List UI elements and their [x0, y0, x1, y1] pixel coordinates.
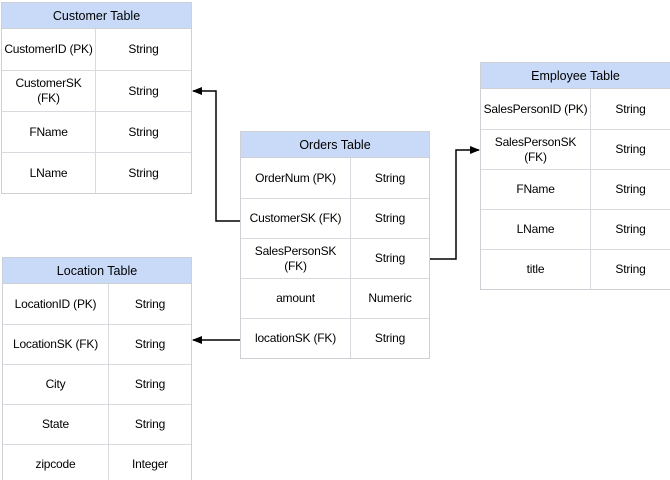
table-row: State String: [3, 404, 191, 444]
connector-orders-salespersonsk-to-employee: [430, 146, 480, 260]
type-cell: String: [128, 124, 159, 139]
field-cell: LocationSK (FK): [3, 325, 109, 364]
table-row: LName String: [481, 209, 670, 249]
field-cell: City: [3, 365, 109, 404]
field-cell: locationSK (FK): [241, 319, 351, 358]
type-cell: String: [615, 182, 646, 196]
connector-orders-customersk-to-customer: [192, 87, 240, 222]
type-cell: String: [374, 211, 406, 225]
type-cell: String: [615, 222, 646, 236]
table-row: FName String: [2, 111, 191, 152]
field-cell: LocationID (PK): [3, 284, 109, 324]
type-cell: String: [134, 417, 166, 431]
type-cell: String: [128, 165, 159, 180]
field-cell: State: [3, 405, 109, 444]
field-cell: SalesPersonSK(FK): [481, 130, 591, 169]
field-cell: CustomerSK (FK): [241, 199, 351, 238]
table-row: LocationID (PK) String: [3, 284, 191, 324]
table-row: FName String: [481, 169, 670, 209]
table-row: SalesPersonSK(FK) String: [481, 129, 670, 169]
type-cell: String: [374, 170, 406, 185]
table-row: CustomerSK (FK) String: [241, 198, 429, 238]
field-cell: title: [481, 250, 591, 289]
table-row: title String: [481, 249, 670, 289]
type-cell: String: [615, 142, 646, 156]
field-cell: SalesPersonSK(FK): [241, 239, 351, 278]
type-cell: String: [134, 377, 166, 391]
field-cell: zipcode: [3, 445, 109, 480]
field-cell: CustomerSK(FK): [2, 71, 96, 111]
type-cell: String: [374, 331, 406, 345]
table-row: zipcode Integer: [3, 444, 191, 480]
table-row: City String: [3, 364, 191, 404]
type-cell: String: [128, 42, 159, 56]
type-cell: String: [134, 296, 166, 311]
table-row: SalesPersonSK(FK) String: [241, 238, 429, 278]
field-cell: FName: [481, 170, 591, 209]
field-cell: CustomerID (PK): [2, 29, 96, 70]
table-orders-title: Orders Table: [241, 132, 429, 158]
table-row: CustomerSK(FK) String: [2, 70, 191, 111]
table-row: locationSK (FK) String: [241, 318, 429, 358]
table-location-title: Location Table: [3, 258, 191, 284]
type-cell: String: [134, 337, 166, 351]
table-row: LName String: [2, 152, 191, 193]
type-cell: Integer: [132, 457, 168, 471]
table-row: LocationSK (FK) String: [3, 324, 191, 364]
field-cell: LName: [2, 153, 96, 193]
type-cell: String: [128, 83, 159, 98]
table-row: OrderNum (PK) String: [241, 158, 429, 198]
type-cell: String: [374, 251, 406, 265]
field-cell: SalesPersonID (PK): [481, 89, 591, 129]
table-row: amount Numeric: [241, 278, 429, 318]
field-cell: OrderNum (PK): [241, 158, 351, 198]
type-cell: String: [615, 101, 646, 116]
field-cell: FName: [2, 112, 96, 152]
table-employee-title: Employee Table: [481, 63, 670, 89]
table-row: SalesPersonID (PK) String: [481, 89, 670, 129]
table-customer-title: Customer Table: [2, 3, 191, 29]
table-row: CustomerID (PK) String: [2, 29, 191, 70]
field-cell: LName: [481, 210, 591, 249]
type-cell: Numeric: [368, 291, 412, 305]
field-cell: amount: [241, 279, 351, 318]
type-cell: String: [615, 262, 646, 276]
